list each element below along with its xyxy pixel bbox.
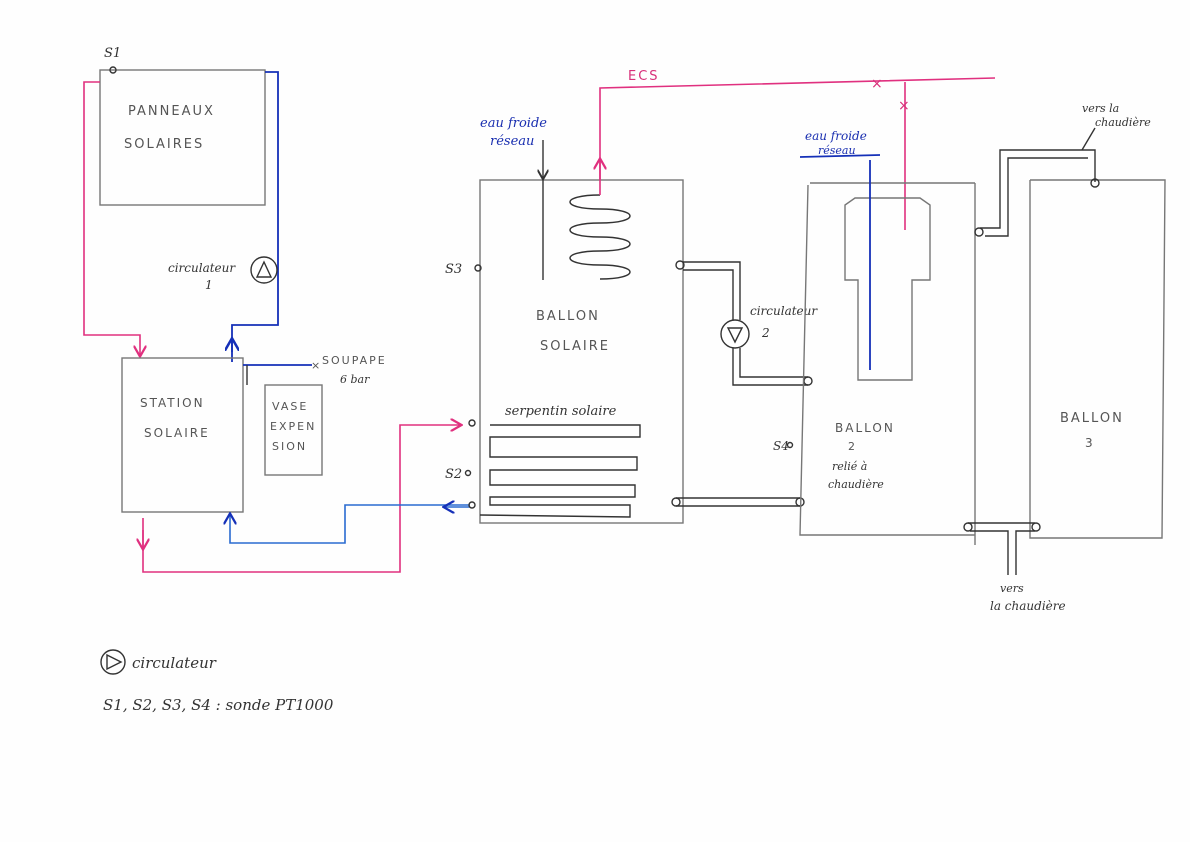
ecs-label: ECS bbox=[628, 69, 660, 84]
pipe-connection bbox=[803, 376, 813, 386]
sensor-s1 bbox=[109, 66, 117, 74]
boiler-pipe-bottom bbox=[1015, 530, 1035, 575]
pipe-connection bbox=[974, 227, 984, 237]
circulator2-number: 2 bbox=[761, 326, 770, 340]
valve-label: SOUPAPE bbox=[322, 354, 387, 367]
legend-sensors-label: S1, S2, S3, S4 : sonde PT1000 bbox=[103, 696, 334, 714]
s4-label: S4 bbox=[773, 439, 789, 453]
solar-tank-label-1: BALLON bbox=[536, 309, 600, 324]
hot-pipe-station-to-coil bbox=[142, 425, 460, 573]
station-label-2: SOLAIRE bbox=[144, 426, 210, 440]
valve-cross-icon: × bbox=[898, 98, 910, 114]
legend-circulator-label: circulateur bbox=[132, 654, 217, 672]
circulator-2 bbox=[720, 319, 750, 349]
legend: circulateur S1, S2, S3, S4 : sonde PT100… bbox=[100, 649, 334, 714]
coil-outlet bbox=[468, 501, 476, 509]
tank3-label-1: BALLON bbox=[1060, 411, 1124, 426]
cold-water-label-1b: réseau bbox=[490, 134, 534, 149]
pipe-connection bbox=[675, 260, 685, 270]
circulator-legend-icon bbox=[100, 649, 126, 675]
hot-pipe-panels-to-station bbox=[83, 81, 140, 355]
vase-label-2: EXPEN bbox=[270, 420, 316, 433]
solar-panels: S1 PANNEAUX SOLAIRES bbox=[99, 46, 266, 206]
solar-coil bbox=[479, 424, 641, 518]
tank3-label-2: 3 bbox=[1085, 436, 1095, 450]
pump-triangle-icon bbox=[726, 327, 744, 344]
leader-line bbox=[1081, 127, 1096, 151]
cold-water-underline bbox=[799, 154, 881, 158]
pipe-connection bbox=[1031, 522, 1041, 532]
pipe bbox=[732, 348, 808, 386]
coil-inlet bbox=[468, 419, 476, 427]
boiler-top-label-1: vers la bbox=[1082, 102, 1119, 115]
s2-label: S2 bbox=[445, 467, 462, 482]
boiler-bottom-label-2: la chaudière bbox=[990, 599, 1066, 613]
pipe-connection bbox=[1090, 178, 1100, 188]
tank2-label-4: chaudière bbox=[828, 478, 884, 491]
s3-label: S3 bbox=[445, 262, 462, 277]
pipe bbox=[683, 261, 741, 320]
boiler-pipe-bottom bbox=[970, 530, 1009, 575]
sensor-s4 bbox=[786, 441, 794, 449]
vase-label-3: SION bbox=[272, 440, 307, 453]
valve-cross-icon: × bbox=[871, 76, 883, 92]
cold-pipe-coil-to-station bbox=[230, 504, 470, 544]
valve-cross-icon: × bbox=[311, 359, 322, 372]
cold-water-label-2: eau froide bbox=[805, 129, 867, 143]
pump-triangle-icon bbox=[255, 260, 273, 278]
solar-tank: BALLON SOLAIRE serpentin solaire bbox=[468, 179, 684, 524]
valve-pressure-label: 6 bar bbox=[340, 373, 370, 386]
station-label-1: STATION bbox=[140, 396, 205, 410]
sensor-s2 bbox=[464, 469, 472, 477]
sensor-s3 bbox=[474, 264, 482, 272]
panels-label-1: PANNEAUX bbox=[128, 104, 215, 119]
tank-2: BALLON 2 relié à chaudière bbox=[799, 182, 975, 536]
solar-tank-label-2: SOLAIRE bbox=[540, 339, 610, 354]
panels-label-2: SOLAIRES bbox=[124, 137, 204, 152]
circulator1-label: circulateur bbox=[168, 261, 236, 275]
tank2-label-3: relié à bbox=[832, 460, 867, 473]
boiler-pipe-top bbox=[985, 157, 1088, 237]
cold-water-label-1: eau froide bbox=[480, 116, 547, 131]
circulator2-label: circulateur bbox=[750, 304, 818, 318]
tank2-label-2: 2 bbox=[848, 440, 857, 453]
cold-pipe-station-to-panels bbox=[231, 71, 279, 362]
tank-3: BALLON 3 bbox=[974, 179, 1166, 545]
boiler-top-label-2: chaudière bbox=[1095, 116, 1151, 129]
ecs-pipe bbox=[599, 77, 996, 195]
pump-triangle-icon bbox=[106, 653, 123, 671]
boiler-pipe-top bbox=[980, 149, 1096, 229]
solar-station: STATION SOLAIRE bbox=[121, 357, 244, 513]
expansion-vessel: VASE EXPEN SION bbox=[264, 384, 323, 476]
cold-water-label-2b: réseau bbox=[818, 144, 856, 157]
circulator1-number: 1 bbox=[205, 278, 213, 292]
s1-label: S1 bbox=[104, 46, 121, 61]
vase-label-1: VASE bbox=[272, 400, 308, 413]
dhw-inner-tank bbox=[844, 197, 931, 381]
dhw-coil bbox=[569, 194, 631, 280]
circulator-1 bbox=[250, 256, 278, 284]
coil-label: serpentin solaire bbox=[505, 404, 617, 419]
pipe bbox=[739, 348, 808, 378]
pipe bbox=[683, 269, 734, 320]
boiler-bottom-label-1: vers bbox=[1000, 582, 1024, 595]
pipe-connection bbox=[671, 497, 681, 507]
pipe-connection bbox=[963, 522, 973, 532]
tank2-label-1: BALLON bbox=[835, 421, 895, 435]
